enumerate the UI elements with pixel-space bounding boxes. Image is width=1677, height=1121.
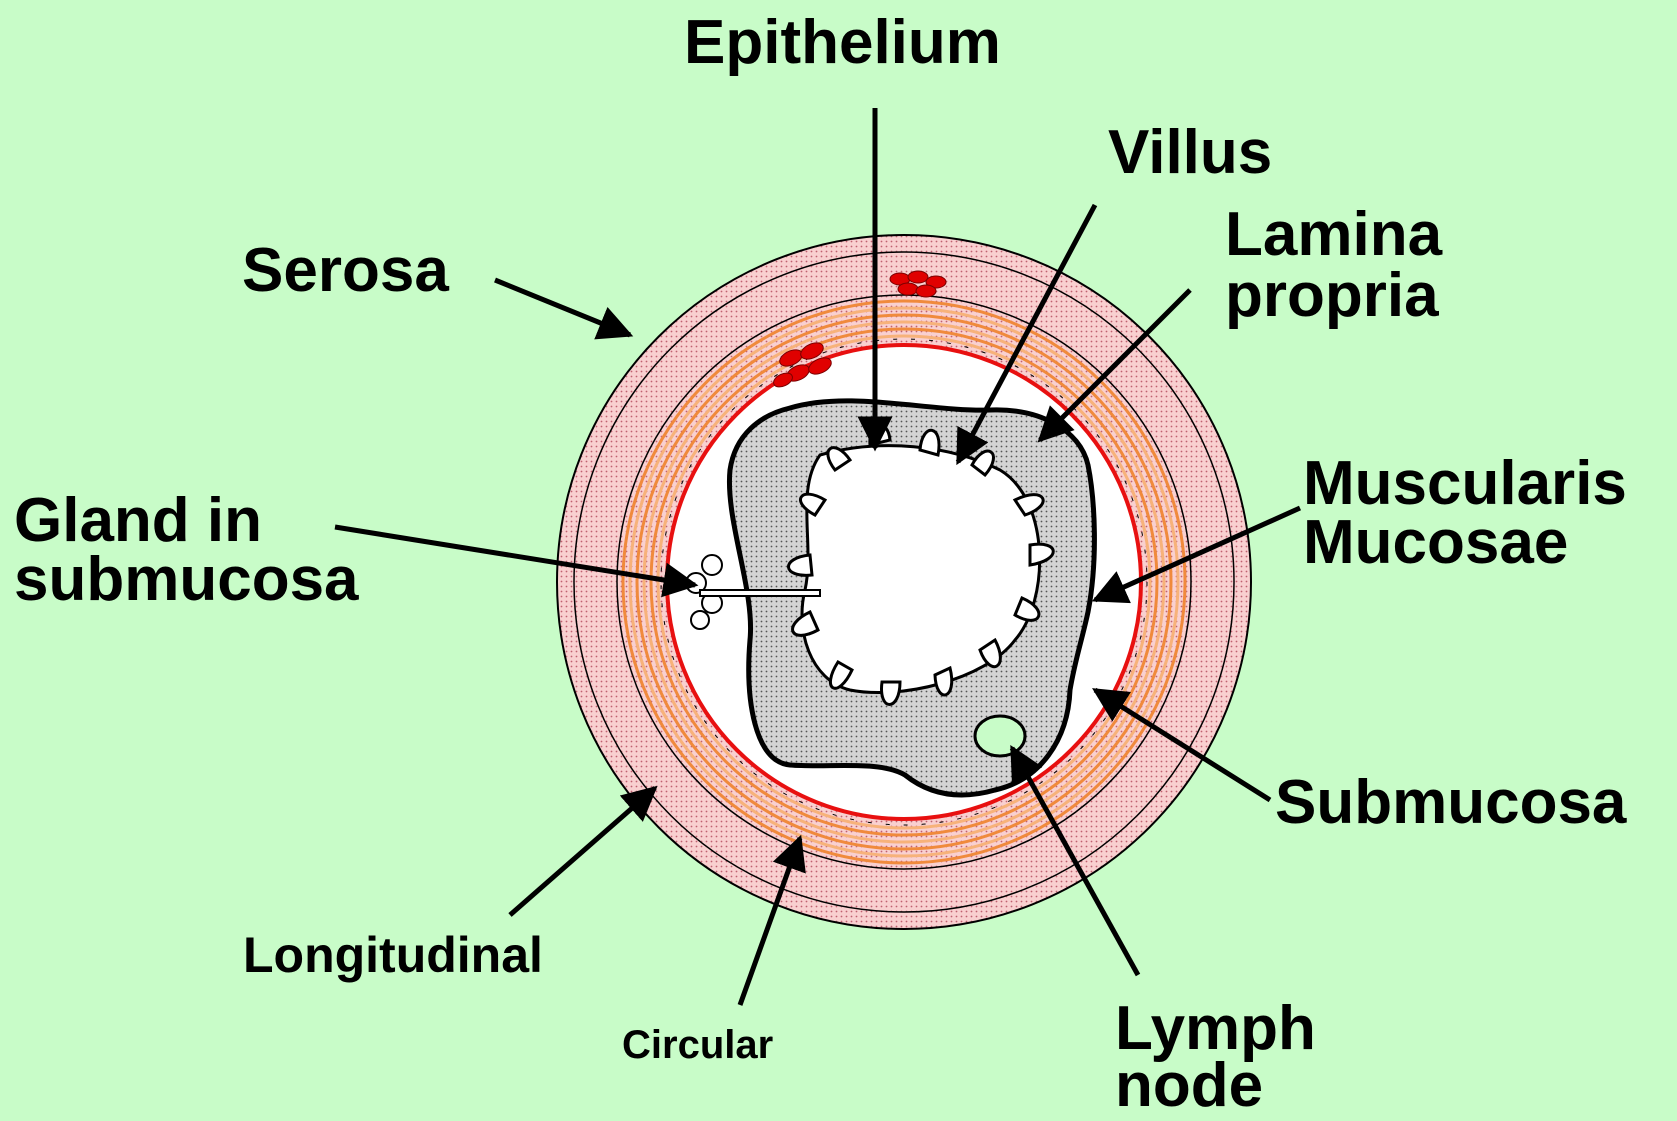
label-submucosa: Submucosa <box>1275 772 1626 834</box>
arrow-serosa <box>495 280 630 335</box>
label-longitudinal: Longitudinal <box>243 930 543 980</box>
label-lymph-node-line-1: Lymph <box>1115 1000 1316 1057</box>
label-lymph-node-line-2: node <box>1115 1057 1316 1114</box>
label-serosa: Serosa <box>242 240 449 302</box>
lymph-node-shape <box>975 716 1025 756</box>
label-villus: Villus <box>1108 122 1272 184</box>
label-gland-in-submucosa: Gland in submucosa <box>14 492 359 610</box>
label-muscularis-line-2: Mucosae <box>1303 514 1627 573</box>
label-gland-line-1: Gland in <box>14 492 359 551</box>
label-submucosa-text: Submucosa <box>1275 772 1626 834</box>
label-circular: Circular <box>622 1025 773 1065</box>
label-muscularis-line-1: Muscularis <box>1303 455 1627 514</box>
label-lamina-propria: Lamina propria <box>1225 205 1442 327</box>
label-villus-text: Villus <box>1108 122 1272 184</box>
label-serosa-text: Serosa <box>242 240 449 302</box>
arrow-longitudinal <box>510 788 655 915</box>
label-epithelium: Epithelium <box>684 12 1001 74</box>
label-circular-text: Circular <box>622 1025 773 1065</box>
label-lamina-propria-line-1: Lamina <box>1225 205 1442 266</box>
label-lamina-propria-line-2: propria <box>1225 266 1442 327</box>
label-gland-line-2: submucosa <box>14 551 359 610</box>
label-longitudinal-text: Longitudinal <box>243 930 543 980</box>
label-lymph-node: Lymph node <box>1115 1000 1316 1114</box>
label-epithelium-text: Epithelium <box>684 12 1001 74</box>
label-muscularis-mucosae: Muscularis Mucosae <box>1303 455 1627 573</box>
